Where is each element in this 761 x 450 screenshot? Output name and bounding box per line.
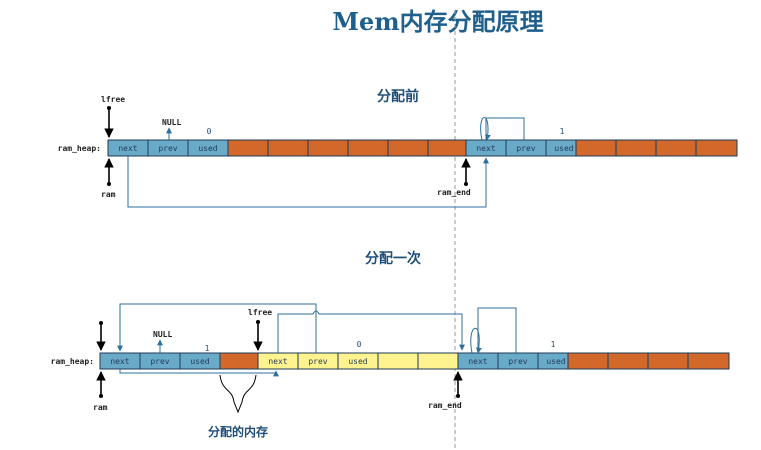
before-end-used-value: 1 <box>560 127 565 136</box>
after-used-block <box>607 352 649 370</box>
after-free-next-link <box>277 310 465 353</box>
after-ram-label: ram <box>93 403 108 412</box>
after-used-block <box>687 352 730 370</box>
after-end-next-text: next <box>468 357 487 366</box>
after-free-prev-link <box>117 303 317 353</box>
after-heap-row: next prev used next prev used next prev … <box>99 352 730 370</box>
after-free-block <box>377 352 419 370</box>
before-used-block <box>575 139 617 157</box>
before-used-block <box>267 139 309 157</box>
before-ram-end-label: ram_end <box>437 188 471 197</box>
after-free-block <box>417 352 459 370</box>
before-end-next-loop <box>480 117 491 141</box>
before-used-block <box>347 139 389 157</box>
after-end-prev-text: prev <box>508 357 527 366</box>
before-next-link <box>127 156 489 208</box>
before-next-text: next <box>118 144 137 153</box>
after-end-next-loop <box>470 327 482 354</box>
after-free-next-text: next <box>268 357 287 366</box>
before-used-block <box>427 139 467 157</box>
after-heap-label: ram_heap: <box>51 357 94 366</box>
before-used-block <box>387 139 429 157</box>
before-heap-row: next prev used next prev used <box>107 139 738 157</box>
after-null-label: NULL <box>153 330 172 339</box>
before-heading: 分配前 <box>377 88 419 105</box>
before-null-label: NULL <box>162 118 181 127</box>
before-end-prev-loop <box>485 117 525 140</box>
after-next-link <box>119 369 279 377</box>
after-heading: 分配一次 <box>365 250 421 267</box>
page-title: Mem内存分配原理 <box>332 7 543 36</box>
before-used-block <box>655 139 697 157</box>
before-end-prev-text: prev <box>516 144 535 153</box>
before-end-used-text: used <box>554 144 573 153</box>
before-used-block <box>307 139 349 157</box>
after-ram-end-label: ram_end <box>428 401 462 410</box>
after-lfree-label: lfree <box>248 308 272 317</box>
after-end-used-value: 1 <box>551 340 556 349</box>
after-end-prev-loop <box>477 307 517 353</box>
after-free-prev-text: prev <box>308 357 327 366</box>
after-allocated-block <box>219 352 259 370</box>
before-used-block <box>615 139 657 157</box>
before-prev-text: prev <box>158 144 177 153</box>
allocated-memory-label: 分配的内存 <box>208 424 268 439</box>
before-lfree-label: lfree <box>101 95 125 104</box>
before-end-next-text: next <box>476 144 495 153</box>
before-used-block <box>695 139 738 157</box>
after-end-used-text: used <box>546 357 565 366</box>
after-next-text: next <box>110 357 129 366</box>
after-free-used-value: 0 <box>357 340 362 349</box>
after-free-used-text: used <box>348 357 367 366</box>
before-used-value: 0 <box>207 127 212 136</box>
after-prev-text: prev <box>150 357 169 366</box>
before-used-block <box>227 139 269 157</box>
after-used-value: 1 <box>205 344 210 353</box>
before-used-text: used <box>198 144 217 153</box>
before-heap-label: ram_heap: <box>58 144 101 153</box>
after-used-block <box>647 352 689 370</box>
after-used-block <box>567 352 609 370</box>
after-used-text: used <box>190 357 209 366</box>
before-ram-label: ram <box>101 190 116 199</box>
allocated-brace <box>219 374 257 414</box>
